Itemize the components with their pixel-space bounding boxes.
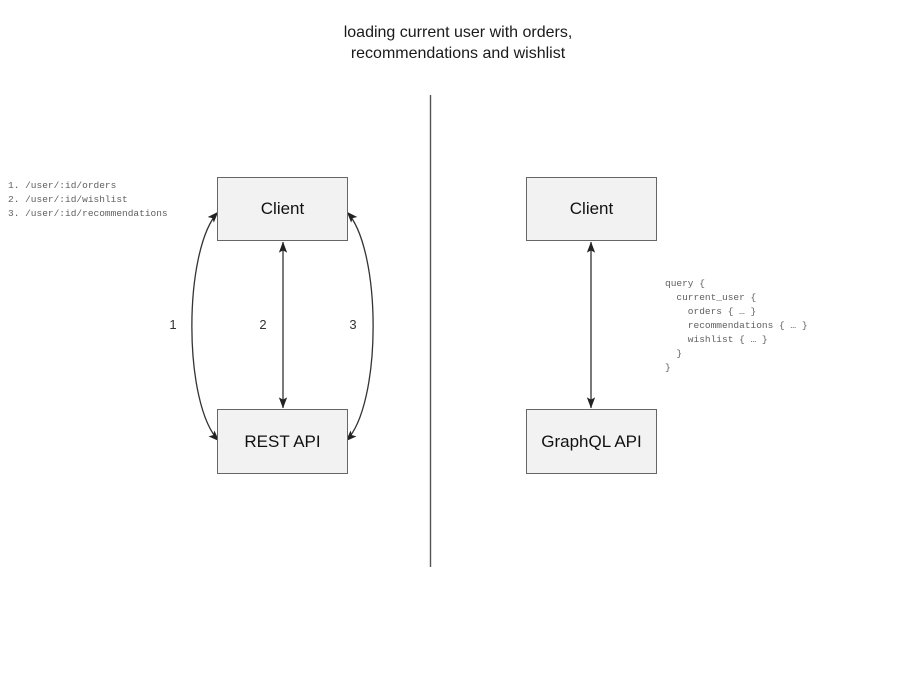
rest-endpoints-note: 1. /user/:id/orders 2. /user/:id/wishlis… xyxy=(8,180,168,219)
edge-label-1: 1 xyxy=(169,317,177,332)
node-client-graphql[interactable]: Client xyxy=(526,177,657,241)
node-client-rest[interactable]: Client xyxy=(217,177,348,241)
edge-label-3: 3 xyxy=(349,317,357,332)
edge-label-2: 2 xyxy=(259,317,267,332)
node-graphql-api[interactable]: GraphQL API xyxy=(526,409,657,474)
page-title: loading current user with orders, recomm… xyxy=(343,24,573,62)
edge-rest-3 xyxy=(345,211,374,442)
graphql-query-note: query { current_user { orders { … } reco… xyxy=(665,278,808,373)
node-rest-api[interactable]: REST API xyxy=(217,409,348,474)
edge-rest-1 xyxy=(191,211,220,442)
